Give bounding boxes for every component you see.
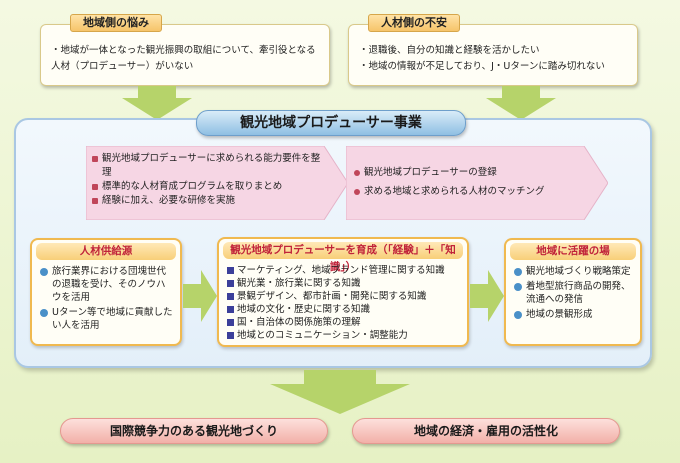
chevron-right-item: 観光地域プロデューサーの登録 [354,166,584,180]
training-item: 景観デザイン、都市計画・開発に関する知識 [227,290,461,303]
place-item: 地域の景観形成 [514,308,634,321]
chevron-left-item: 経験に加え、必要な研修を実施 [92,194,322,208]
training-item: 地域とのコミュニケーション・調整能力 [227,329,461,342]
right-arrow-icon [183,270,217,322]
training-item: マーケティング、地域ブランド管理に関する知識 [227,264,461,277]
concern-left-box: 地域が一体となった観光振興の取組について、牽引役となる人材（プロデューサー）がい… [40,24,330,86]
down-arrow-icon [122,86,192,120]
down-arrow-icon [270,370,410,414]
supply-item: Uターン等で地域に貢献したい人を活用 [40,306,174,332]
concern-left-title: 地域側の悩み [70,14,162,32]
supply-box: 人材供給源 旅行業界における団塊世代の退職を受け、そのノウハウを活用 Uターン等… [30,238,182,346]
program-title: 観光地域プロデューサー事業 [196,110,466,136]
chevron-left-item: 標準的な人材育成プログラムを取りまとめ [92,180,322,194]
training-item: 国・自治体の関係施策の理解 [227,316,461,329]
place-title: 地域に活躍の場 [510,243,636,260]
chevron-left-shape [86,146,348,220]
training-title: 観光地域プロデューサーを育成（「経験」＋「知識」） [223,242,463,273]
concern-right-title: 人材側の不安 [368,14,460,32]
outcome-economy-employment: 地域の経済・雇用の活性化 [352,418,620,444]
chevron-right-text: 観光地域プロデューサーの登録 求める地域と求められる人材のマッチング [354,166,584,199]
chevron-right-item: 求める地域と求められる人材のマッチング [354,185,584,199]
training-item: 観光業・旅行業に関する知識 [227,277,461,290]
chevron-left-text: 観光地域プロデューサーに求められる能力要件を整理 標準的な人材育成プログラムを取… [92,152,322,208]
supply-item: 旅行業界における団塊世代の退職を受け、そのノウハウを活用 [40,265,174,304]
chevron-left-item: 観光地域プロデューサーに求められる能力要件を整理 [92,152,322,180]
supply-title: 人材供給源 [36,243,176,260]
concern-right-item: 退職後、自分の知識と経験を活かしたい [359,43,629,59]
concern-left-item: 地域が一体となった観光振興の取組について、牽引役となる人材（プロデューサー）がい… [51,43,321,75]
down-arrow-icon [486,86,556,120]
place-item: 観光地域づくり戦略策定 [514,265,634,278]
right-arrow-icon [470,270,504,322]
concern-right-box: 退職後、自分の知識と経験を活かしたい 地域の情報が不足しており、J・Uターンに踏… [348,24,638,86]
concern-right-item: 地域の情報が不足しており、J・Uターンに踏み切れない [359,59,629,75]
outcome-competitive-tourism: 国際競争力のある観光地づくり [60,418,328,444]
training-box: 観光地域プロデューサーを育成（「経験」＋「知識」） マーケティング、地域ブランド… [217,237,469,347]
training-item: 地域の文化・歴史に関する知識 [227,303,461,316]
chevron-right-shape [346,146,608,220]
place-item: 着地型旅行商品の開発、流通への発信 [514,280,634,306]
place-box: 地域に活躍の場 観光地域づくり戦略策定 着地型旅行商品の開発、流通への発信 地域… [504,238,642,346]
